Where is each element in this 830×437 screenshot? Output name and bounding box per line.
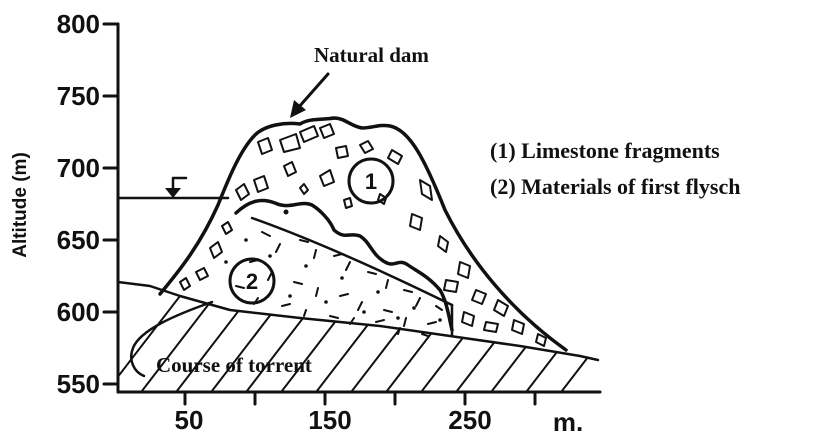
dam-arrow-head-icon [290, 100, 306, 118]
x-tick-label-250: 250 [448, 405, 491, 435]
y-tick-label-750: 750 [57, 81, 100, 111]
y-tick-label-550: 550 [57, 369, 100, 399]
y-tick-label-700: 700 [57, 153, 100, 183]
x-axis-unit: m. [553, 407, 583, 437]
x-tick-label-150: 150 [308, 405, 351, 435]
zone2-marker-circle [228, 257, 276, 305]
y-tick-label-800: 800 [57, 9, 100, 39]
zone2-marker-label: 2 [246, 269, 258, 294]
zone-boundary-upper [234, 198, 454, 332]
x-tick-label-50: 50 [175, 405, 204, 435]
torrent-course-line [129, 300, 214, 378]
zone-boundary-inner [250, 216, 454, 307]
torrent-label: Course of torrent [156, 353, 312, 377]
y-axis-label: Altitude (m) [10, 152, 31, 258]
y-tick-label-650: 650 [57, 225, 100, 255]
dam-arrow-shaft [296, 72, 330, 110]
limestone-fragments [179, 123, 547, 347]
zone1-marker-label: 1 [365, 169, 377, 194]
legend-item-flysch: (2) Materials of first flysch [490, 174, 740, 199]
water-level-triangle-icon [165, 188, 181, 198]
y-tick-label-600: 600 [57, 297, 100, 327]
zone1-marker-circle [347, 157, 395, 205]
natural-dam-outline [158, 116, 568, 352]
natural-dam-label: Natural dam [314, 43, 429, 67]
bedrock-surface-line [116, 280, 600, 362]
flysch-materials [224, 209, 443, 337]
legend-item-limestone: (1) Limestone fragments [490, 138, 720, 163]
x-axis-ticks [183, 390, 537, 406]
y-axis-ticks [102, 22, 120, 386]
